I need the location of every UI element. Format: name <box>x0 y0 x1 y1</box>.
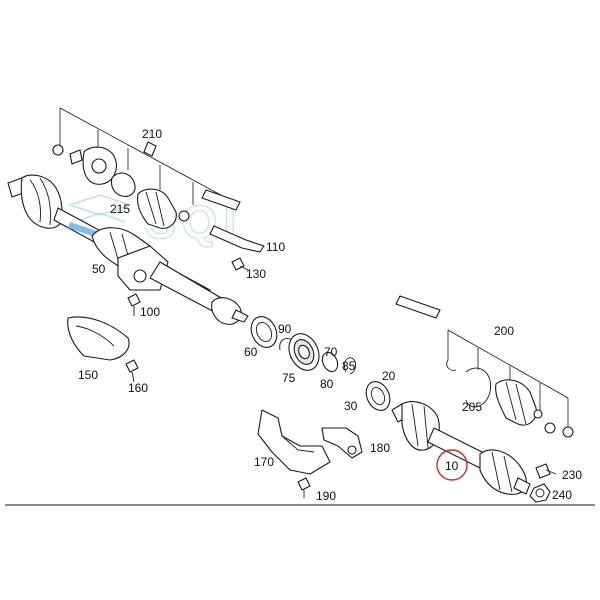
callout-150: 150 <box>78 368 98 382</box>
callout-180: 180 <box>370 441 390 455</box>
callout-215: 215 <box>110 202 130 216</box>
cv-joint-kit-rear <box>395 295 574 438</box>
ring-80 <box>321 351 339 373</box>
callout-80: 80 <box>320 377 334 391</box>
callout-70: 70 <box>324 345 338 359</box>
callout-90: 90 <box>278 322 292 336</box>
bolt-100 <box>127 293 141 316</box>
circlip-85 <box>343 357 357 375</box>
bolt-190 <box>297 477 311 498</box>
rear-axle-shaft-assembly <box>391 401 531 495</box>
callout-85: 85 <box>342 359 356 373</box>
cv-joint-kit <box>52 107 241 229</box>
callout-10: 10 <box>445 459 459 473</box>
callout-190: 190 <box>316 489 336 503</box>
support-bracket-170 <box>257 409 331 475</box>
nut-240 <box>529 483 551 503</box>
callout-170: 170 <box>254 455 274 469</box>
callout-50: 50 <box>92 262 106 276</box>
callout-60: 60 <box>244 345 258 359</box>
callout-200: 200 <box>494 324 514 338</box>
callout-160: 160 <box>128 381 148 395</box>
washer-20 <box>365 381 391 411</box>
washer-60 <box>250 316 278 348</box>
heat-shield <box>67 316 130 361</box>
boot-clamp <box>209 225 265 253</box>
callout-130: 130 <box>246 267 266 281</box>
callout-210: 210 <box>142 127 162 141</box>
callout-100: 100 <box>140 305 160 319</box>
callout-75: 75 <box>282 371 296 385</box>
bolt-160 <box>125 359 139 383</box>
callout-240: 240 <box>552 488 572 502</box>
callout-230: 230 <box>562 468 582 482</box>
bearing-75 <box>288 333 320 371</box>
callout-20: 20 <box>382 369 396 383</box>
highlight-circle <box>436 449 468 481</box>
callout-110: 110 <box>266 240 285 254</box>
front-axle-shaft-assembly <box>7 174 249 325</box>
callout-labels: 210 215 110 130 50 100 150 160 90 60 70 … <box>78 127 582 503</box>
support-bracket-180 <box>321 427 363 459</box>
callout-30: 30 <box>344 399 358 413</box>
bolt-230 <box>535 463 557 479</box>
bolt-130 <box>231 257 249 271</box>
callout-205: 205 <box>462 400 482 414</box>
